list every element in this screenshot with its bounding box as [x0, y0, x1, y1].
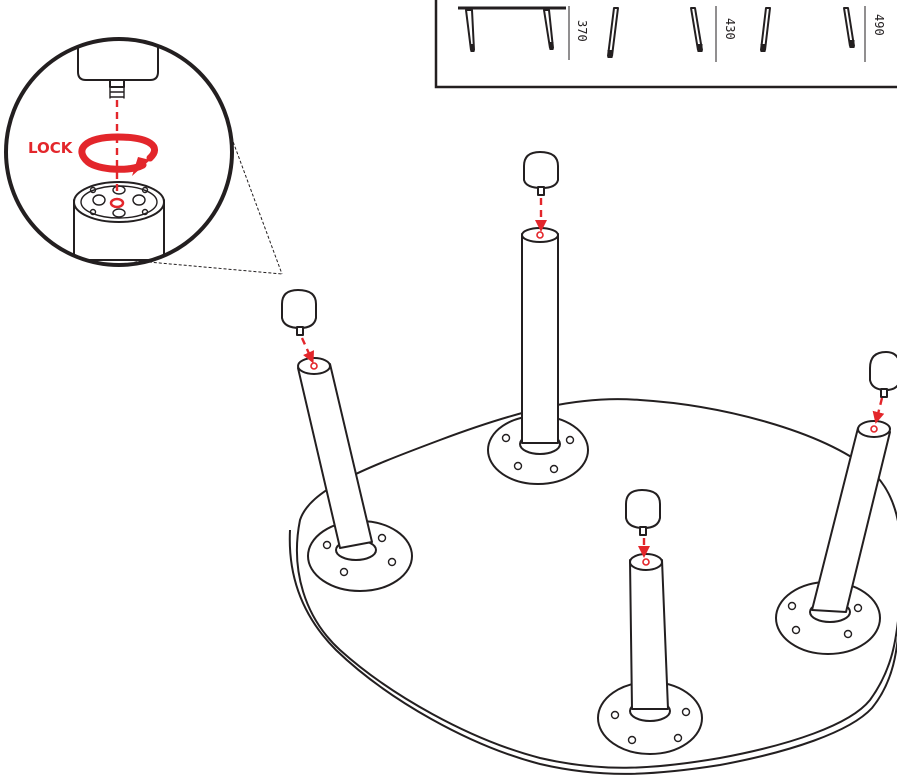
glide-cap-left [281, 289, 317, 364]
glide-cap-detail [77, 39, 159, 81]
glide-cap-back [523, 151, 559, 232]
table-top [288, 398, 897, 775]
glide-cap-right [869, 351, 897, 424]
lock-label: LOCK [28, 139, 74, 157]
table-leg-right [775, 420, 891, 655]
height-label-370: 370 [575, 20, 589, 42]
glide-cap-front [625, 489, 661, 558]
lock-rotation-arrow-icon [78, 133, 158, 173]
table-leg-front [597, 553, 703, 755]
lock-detail-callout: LOCK [4, 37, 283, 275]
table-leg-back [487, 227, 589, 485]
height-variant-370: 370 [458, 6, 589, 60]
height-variants-panel: 370 430 490 [434, 0, 897, 89]
height-label-490: 490 [872, 14, 886, 36]
height-variant-490: 490 [760, 6, 886, 62]
height-label-430: 430 [723, 18, 737, 40]
height-variant-430: 430 [607, 6, 737, 62]
table-leg-left [297, 357, 413, 592]
